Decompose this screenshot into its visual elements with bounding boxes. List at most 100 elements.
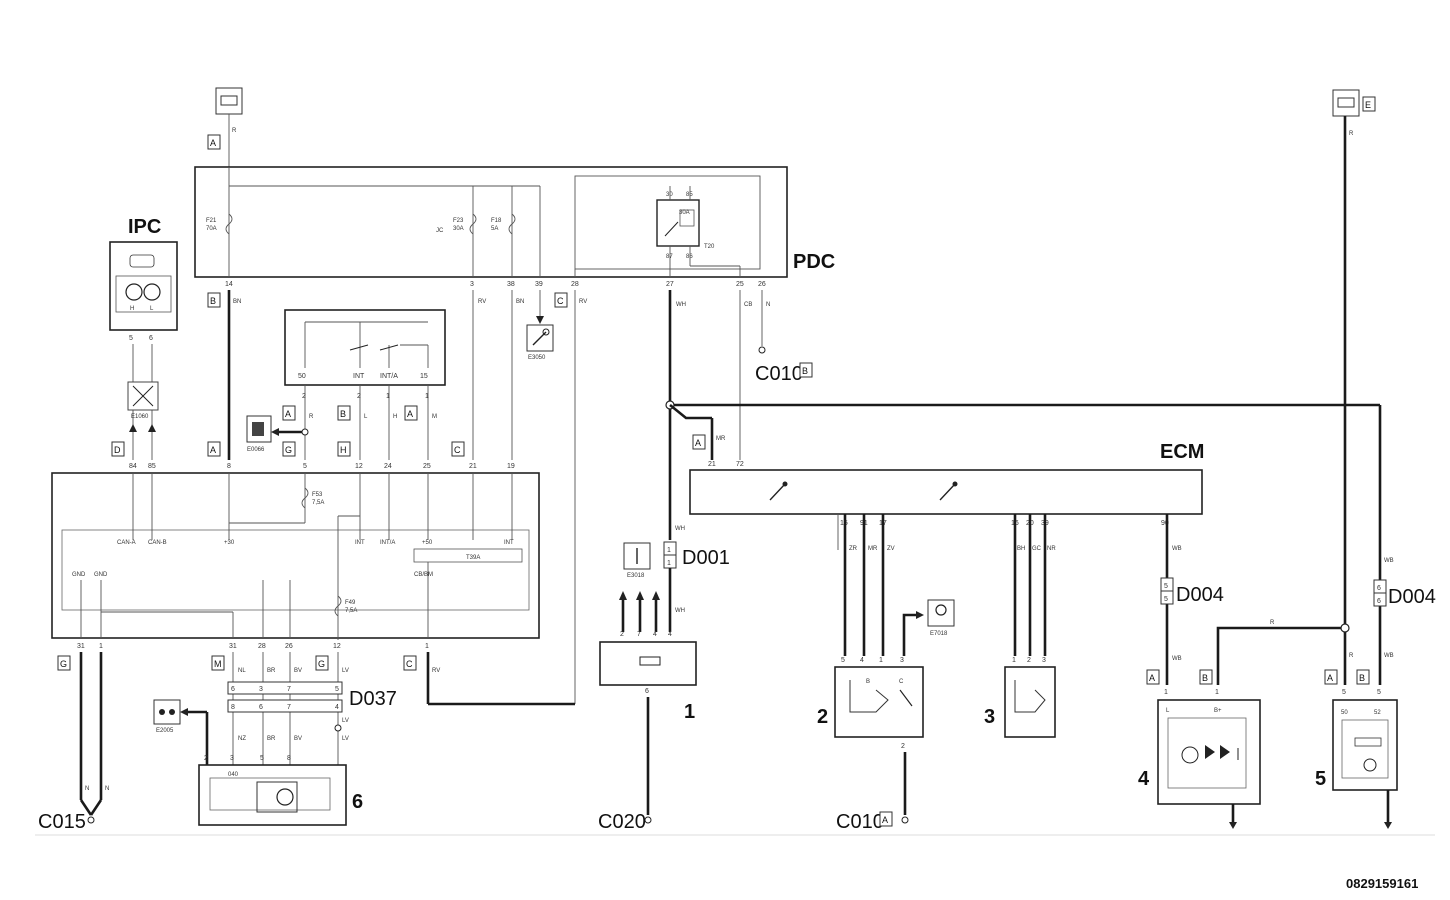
d004r-wire-wb2: WB — [1384, 653, 1394, 659]
c3-wire-bh: BH — [1017, 546, 1025, 552]
wire-rv-bcm: RV — [432, 668, 440, 674]
c3-wire-gc: GC — [1032, 546, 1042, 552]
component-3[interactable]: 1 2 3 3 — [984, 657, 1056, 738]
c5-pin-5a: 5 — [1342, 689, 1346, 696]
bcm-pin-25: 25 — [423, 463, 431, 470]
d037-pin-b2: 6 — [259, 704, 263, 711]
ecm-wire-mr: MR — [716, 436, 726, 442]
c1-pin-7: 7 — [637, 631, 641, 638]
c4-pin-1b: 1 — [1215, 689, 1219, 696]
pdc-pin-39: 39 — [535, 281, 543, 288]
relay-rating: 30A — [679, 210, 690, 216]
ipc-module[interactable]: IPC 5 6 H L — [109, 216, 178, 342]
connector-d001: D001 — [682, 547, 730, 569]
battery-feed-left: A R — [207, 87, 243, 167]
c2-label-b: B — [866, 679, 870, 685]
component-3-label: 3 — [984, 706, 995, 728]
connector-d004-right: D004 — [1388, 586, 1436, 608]
component-5-starter[interactable]: 5 5 50 52 5 — [1315, 689, 1398, 829]
d037-pin-b4: 4 — [335, 704, 339, 711]
c1-pin-6: 6 — [645, 688, 649, 695]
d037-wire-lv1: LV — [342, 718, 349, 724]
pdc-pin-27: 27 — [666, 281, 674, 288]
c2-pin-2: 2 — [901, 743, 905, 750]
d037-wire-bv: BV — [294, 736, 302, 742]
d004r-wire-wb1: WB — [1384, 558, 1394, 564]
c2-wire-mr: MR — [868, 546, 878, 552]
pdc-output-wires: B BN RV BN C RV WH CB N C010 B — [207, 290, 813, 704]
sw-conn-pin-1: 2 — [302, 393, 306, 400]
ecm-label: ECM — [1160, 441, 1204, 463]
ignition-switch[interactable]: 50 INT INT/A 15 — [284, 309, 446, 386]
letter-b-c010: B — [802, 366, 808, 376]
wire-br: BR — [267, 668, 276, 674]
wire-bv: BV — [294, 668, 302, 674]
bcm-pin-21: 21 — [469, 463, 477, 470]
component-2-label: 2 — [817, 706, 828, 728]
c1-pin-2: 2 — [620, 631, 624, 638]
ecm-sensor-wires-3: BH GC NR — [1013, 514, 1056, 656]
wire-bn-2: BN — [516, 299, 524, 305]
c3-pin-1: 1 — [1012, 657, 1016, 664]
wire-c015-n1: N — [85, 786, 89, 792]
wire-n: N — [766, 302, 770, 308]
component-5-label: 5 — [1315, 768, 1326, 790]
c6-pin-8: 8 — [287, 755, 291, 762]
body-computer-module[interactable]: 84 85 8 5 12 24 25 21 19 F53 7,5A F49 7,… — [51, 463, 540, 650]
d037-wire-br: BR — [267, 736, 276, 742]
bcm-bpin-1a: 1 — [99, 643, 103, 650]
c3-pin-3: 3 — [1042, 657, 1046, 664]
bcm-label-int2: INT — [504, 540, 514, 546]
letter-b-pdc: B — [210, 296, 216, 306]
figure-id: 0829159161 — [1346, 876, 1418, 891]
letter-a-c010: A — [882, 815, 888, 825]
pdc-pin-25: 25 — [736, 281, 744, 288]
bcm-pin-12: 12 — [355, 463, 363, 470]
bcm-label-cb: CB/BM — [414, 572, 433, 578]
c4-pin-1a: 1 — [1164, 689, 1168, 696]
d037-wire-nz: NZ — [238, 736, 246, 742]
letter-a-top: A — [210, 138, 216, 148]
c3-wire-nr: NR — [1047, 546, 1056, 552]
sw-conn-pin-3: 1 — [386, 393, 390, 400]
ecm-module[interactable]: ECM 15 91 17 16 20 39 90 — [689, 441, 1204, 527]
component-4-alternator[interactable]: 1 1 L B+ 4 — [1138, 689, 1261, 829]
fuse-f21-rating: 70A — [206, 226, 217, 232]
component-6[interactable]: 2 3 5 8 040 6 — [198, 755, 363, 826]
c5-label-52: 52 — [1374, 710, 1381, 716]
ipc-pin-5: 5 — [129, 335, 133, 342]
wire-c015-n2: N — [105, 786, 109, 792]
component-2[interactable]: 5 4 1 3 B C 2 2 C010 A — [817, 657, 924, 833]
d001-pin-1a: 1 — [667, 547, 671, 554]
ecm-pin-21: 21 — [708, 461, 716, 468]
ipc-label: IPC — [128, 216, 161, 238]
letter-g-bcm2: G — [318, 659, 325, 669]
letter-a-bcm: A — [210, 445, 216, 455]
bcm-pin-19: 19 — [507, 463, 515, 470]
c6-pin-3: 3 — [230, 755, 234, 762]
letter-e-battery: E — [1365, 100, 1371, 110]
battery-feed-right: E R R WB 6 6 D004 WB A B — [1324, 89, 1436, 685]
fuse-f18: F18 — [491, 218, 502, 224]
bcm-bpin-28: 28 — [258, 643, 266, 650]
relay-t20: 30A T20 30 85 87 86 — [656, 186, 741, 277]
wire-bn-1: BN — [233, 299, 241, 305]
pdc-label: PDC — [793, 251, 835, 273]
wire-cb: CB — [744, 302, 752, 308]
bcm-bpin-31b: 31 — [229, 643, 237, 650]
component-1[interactable]: 2 7 4 4 6 1 C020 — [598, 631, 697, 833]
pdc-module[interactable]: PDC F21 70A F23 30A JC F18 5A 30A T20 30… — [194, 166, 835, 288]
fuse-f53-rating: 7,5A — [312, 500, 324, 506]
bcm-label-canb: CAN-B — [148, 540, 167, 546]
icon-label-e3050: E3050 — [528, 355, 546, 361]
c4-label-l: L — [1166, 708, 1170, 714]
fuse-f18-rating: 5A — [491, 226, 498, 232]
icon-label-e7018: E7018 — [930, 631, 948, 637]
d004r-pin-b: 6 — [1377, 598, 1381, 605]
d001-pin-1b: 1 — [667, 560, 671, 567]
sw-conn-pin-2: 2 — [357, 393, 361, 400]
d037-pin-a1: 6 — [231, 686, 235, 693]
c5-label-50: 50 — [1341, 710, 1348, 716]
ecm-bpin-90: 90 — [1161, 520, 1169, 527]
